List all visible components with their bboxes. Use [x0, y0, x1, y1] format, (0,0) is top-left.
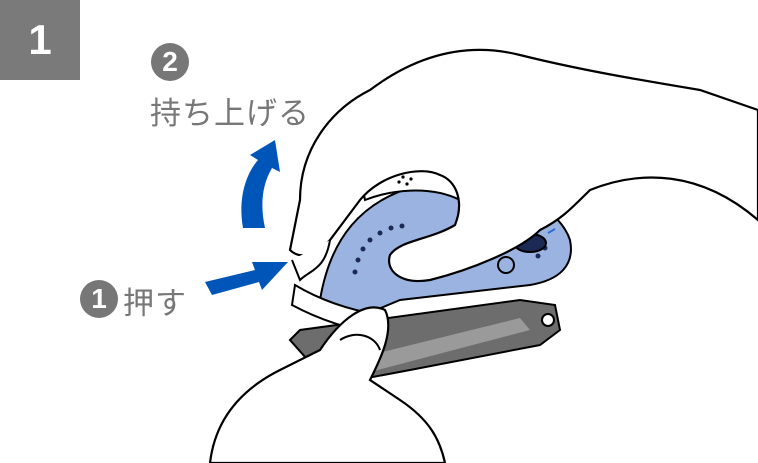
step-number-badge: 1: [0, 0, 80, 80]
button: [497, 256, 515, 274]
lower-hand: [208, 306, 447, 463]
step-1-number: 1: [80, 280, 118, 318]
push-arrow-icon: [205, 262, 288, 295]
hinge-hole: [541, 313, 555, 327]
upper-hand: [288, 48, 758, 283]
lift-arrow-icon: [241, 140, 280, 228]
step-1-label: 押す: [123, 286, 187, 322]
step-2-label: 持ち上げる: [150, 96, 310, 132]
step-2-number: 2: [151, 43, 189, 81]
